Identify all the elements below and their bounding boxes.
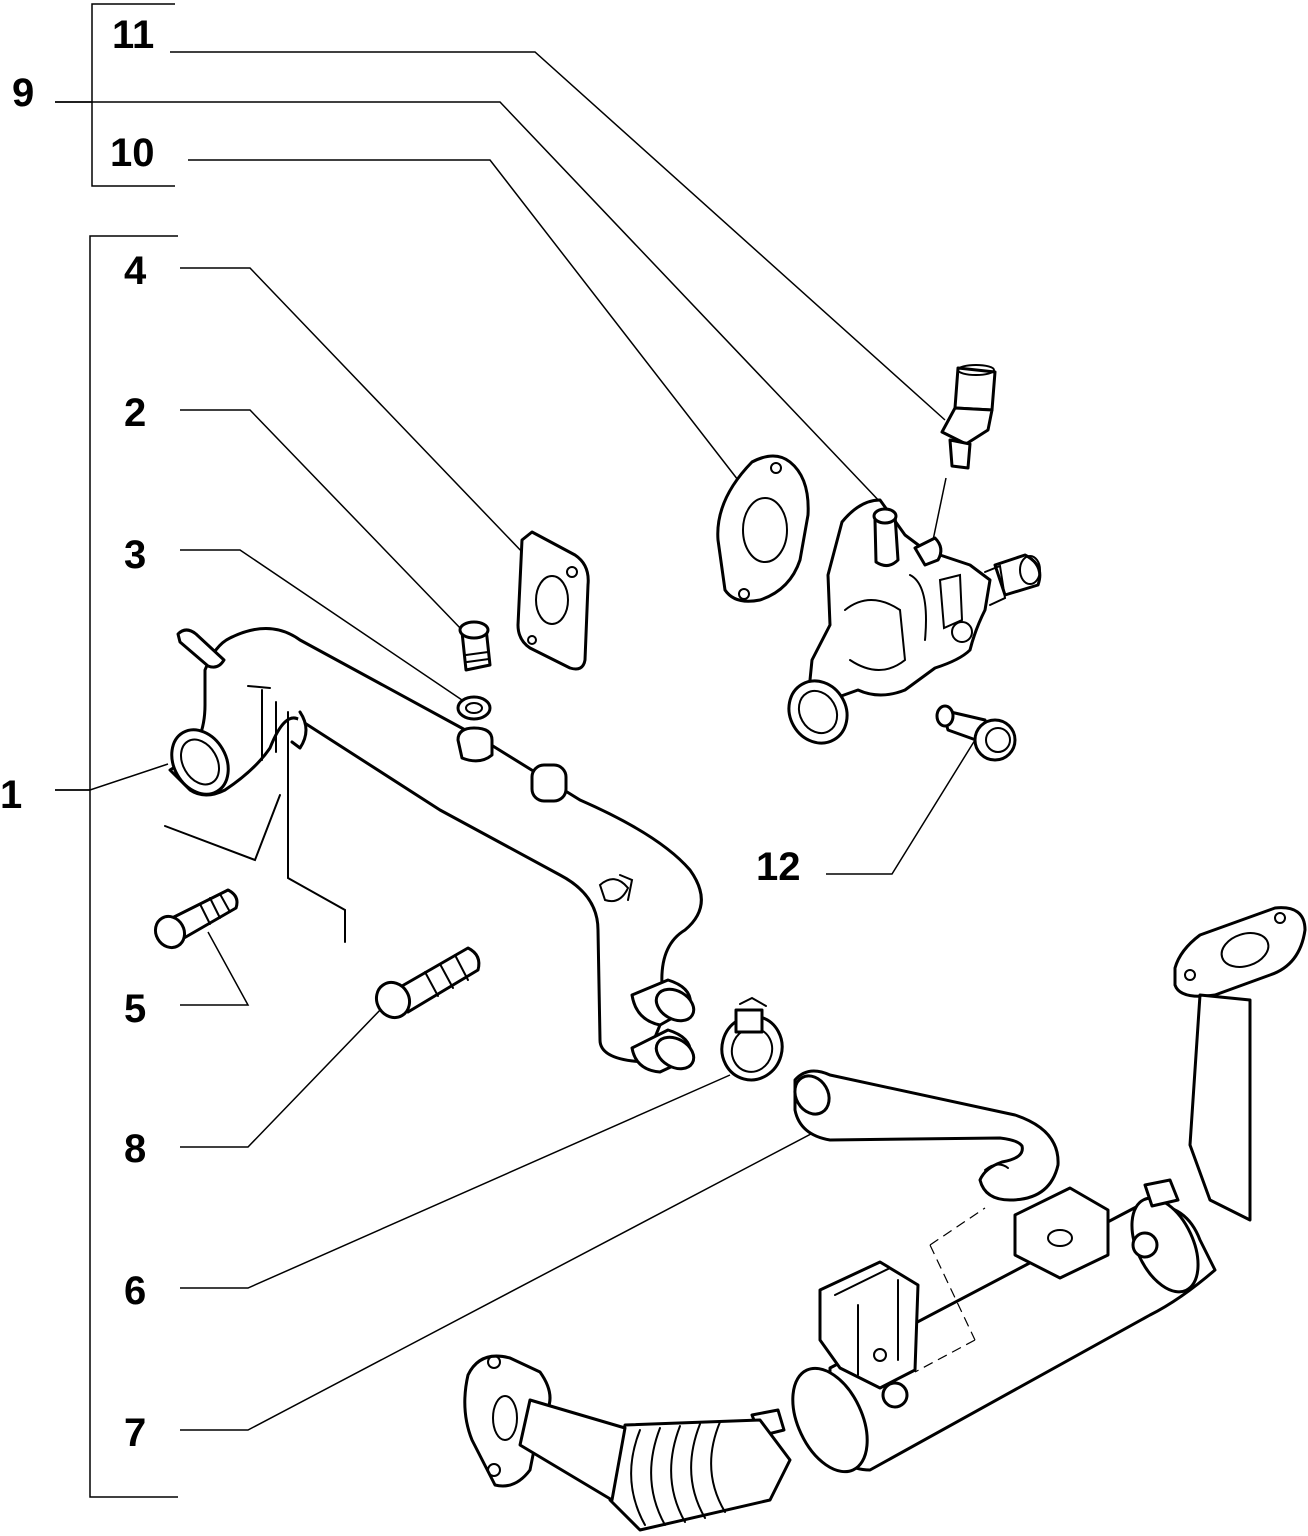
callout-5: 5: [124, 987, 146, 1031]
bolt-2: [458, 620, 492, 672]
leader-12: [826, 739, 976, 875]
callout-12: 12: [756, 845, 801, 889]
bolt-8: [374, 946, 481, 1020]
bracket-group-1: [55, 235, 178, 1498]
bolt-5: [153, 888, 239, 950]
callout-10: 10: [110, 131, 155, 175]
leader-1: [55, 763, 169, 791]
leader-11: [170, 51, 946, 421]
leader-11b: [931, 477, 947, 546]
bolt-12: [935, 704, 1017, 762]
hose-clamp-6: [720, 996, 784, 1082]
leader-5: [180, 931, 250, 1006]
leader-6: [180, 1074, 731, 1289]
callout-1: 1: [0, 773, 22, 817]
leader-7: [180, 1124, 829, 1431]
leader-2: [180, 409, 463, 631]
callout-4: 4: [124, 249, 147, 293]
egr-cooler: [463, 906, 1307, 1532]
leader-4: [180, 267, 526, 556]
callout-8: 8: [124, 1127, 146, 1171]
washer-3: [456, 695, 494, 763]
leader-9: [55, 101, 884, 506]
thermostat-housing-9: [787, 498, 1042, 745]
leader-3: [180, 549, 463, 701]
callout-2: 2: [124, 391, 146, 435]
leader-10: [188, 159, 739, 481]
gasket-10: [716, 454, 810, 603]
leader-lines: [55, 51, 976, 1431]
callout-11: 11: [112, 13, 154, 57]
callout-3: 3: [124, 533, 146, 577]
callout-7: 7: [124, 1411, 146, 1455]
coolant-pipe: [164, 627, 703, 1074]
callout-6: 6: [124, 1269, 146, 1313]
hose-7: [793, 1069, 1060, 1202]
leader-8: [180, 1007, 383, 1148]
callout-9: 9: [12, 71, 34, 115]
sensor-11: [940, 364, 997, 470]
gasket-4: [516, 530, 590, 671]
